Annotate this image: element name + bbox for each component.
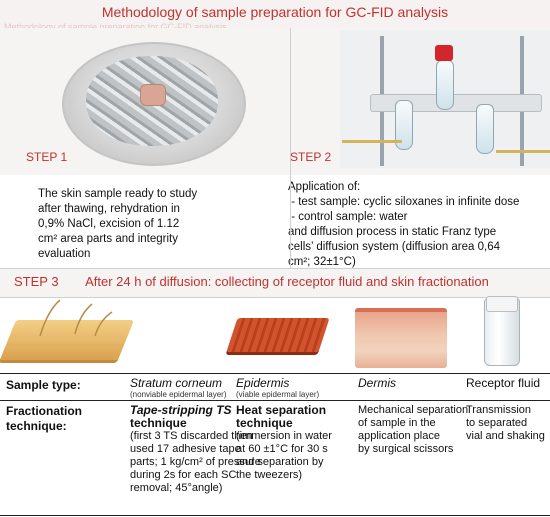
technique-line: vial and shaking xyxy=(466,430,545,442)
epidermis-illustration xyxy=(226,318,330,352)
step3-band xyxy=(0,268,550,298)
technique-line: used 17 adhesive tape xyxy=(130,443,241,455)
step1-line: The skin sample ready to study xyxy=(38,188,198,200)
technique-line: during 2s for each SC xyxy=(130,469,237,481)
step3-label: STEP 3 xyxy=(14,274,59,289)
cell-holder-plate xyxy=(370,94,542,112)
vial-cap xyxy=(486,296,518,312)
water-tube xyxy=(496,150,550,153)
step1-line: after thawing, rehydration in xyxy=(38,203,180,215)
technique-dermis: Mechanical separation of sample in the a… xyxy=(358,404,469,456)
technique-line: Mechanical separation xyxy=(358,404,469,416)
technique-line: parts; 1 kg/cm² of pressure xyxy=(130,456,261,468)
column-name: Dermis xyxy=(358,376,396,390)
step3-heading: STEP 3 After 24 h of diffusion: collecti… xyxy=(14,274,489,289)
step2-description: Application of: - test sample: cyclic si… xyxy=(288,180,550,270)
column-name: Receptor fluid xyxy=(466,376,541,390)
fractionation-label-line: Fractionation xyxy=(6,404,83,418)
franz-cell xyxy=(395,100,413,150)
technique-line: (first 3 TS discarded then xyxy=(130,430,253,442)
dermis-illustration xyxy=(355,308,447,368)
technique-receptor-fluid: Transmission to separated vial and shaki… xyxy=(466,404,548,443)
sample-type-label: Sample type: xyxy=(6,378,81,392)
step-divider xyxy=(290,28,291,268)
technique-line: of sample in the xyxy=(358,417,436,429)
technique-line: application place xyxy=(358,430,440,442)
technique-line: to separated xyxy=(466,417,528,429)
red-cap xyxy=(435,45,453,61)
technique-line: the tweezers) xyxy=(236,469,303,481)
table-mid-rule xyxy=(0,400,550,401)
technique-line: Tape-stripping TS xyxy=(130,403,232,417)
column-subtitle: (nonviable epidermal layer) xyxy=(130,390,227,399)
technique-line: Transmission xyxy=(466,404,531,416)
figure-title: Methodology of sample preparation for GC… xyxy=(101,4,449,20)
step2-line: cells’ diffusion system (diffusion area … xyxy=(288,241,501,253)
technique-line: removal; 45°angle) xyxy=(130,482,223,494)
technique-line: at 60 ±1°C for 30 s xyxy=(236,443,328,455)
technique-line: Heat separation xyxy=(236,403,327,417)
fractionation-label-line: technique: xyxy=(6,419,67,433)
step2-line: - test sample: cyclic siloxanes in infin… xyxy=(288,196,520,208)
steps-text-panel xyxy=(0,175,550,268)
step2-label: STEP 2 xyxy=(290,150,332,164)
step1-description: The skin sample ready to study after tha… xyxy=(38,187,278,262)
technique-line: technique xyxy=(130,416,187,430)
step2-line: cm²; 32±1°C) xyxy=(288,256,356,268)
step3-text: After 24 h of diffusion: collecting of r… xyxy=(85,274,489,289)
technique-line: and separation by xyxy=(236,456,324,468)
column-subtitle: (viable epidermal layer) xyxy=(236,390,320,399)
step1-line: 0,9% NaCl, excision of 1.12 xyxy=(38,218,180,230)
technique-line: (immersion in water xyxy=(236,430,332,442)
step1-line: cm² area parts and integrity xyxy=(38,233,178,245)
hair-strands xyxy=(39,299,113,337)
column-name: Stratum corneum xyxy=(130,376,223,390)
skin-sample xyxy=(140,84,166,106)
water-tube xyxy=(342,140,402,143)
step2-line: Application of: xyxy=(288,181,361,193)
technique-line: by surgical scissors xyxy=(358,443,454,455)
table-top-rule xyxy=(0,373,550,374)
technique-line: technique xyxy=(236,416,293,430)
franz-cell xyxy=(476,104,494,154)
step1-line: evaluation xyxy=(38,248,91,260)
fractionation-label: Fractionation technique: xyxy=(6,404,82,434)
step2-line: and diffusion process in static Franz ty… xyxy=(288,226,497,238)
ghost-title-text: Methodology of sample preparation for GC… xyxy=(4,22,227,32)
step2-line: - control sample: water xyxy=(288,211,408,223)
technique-epidermis: Heat separation technique (immersion in … xyxy=(236,404,354,482)
table-bottom-rule xyxy=(0,515,550,516)
franz-cell xyxy=(436,60,454,110)
technique-stratum-corneum: Tape-stripping TS technique (first 3 TS … xyxy=(130,403,261,495)
step1-label: STEP 1 xyxy=(26,150,68,164)
column-name: Epidermis xyxy=(236,376,290,390)
